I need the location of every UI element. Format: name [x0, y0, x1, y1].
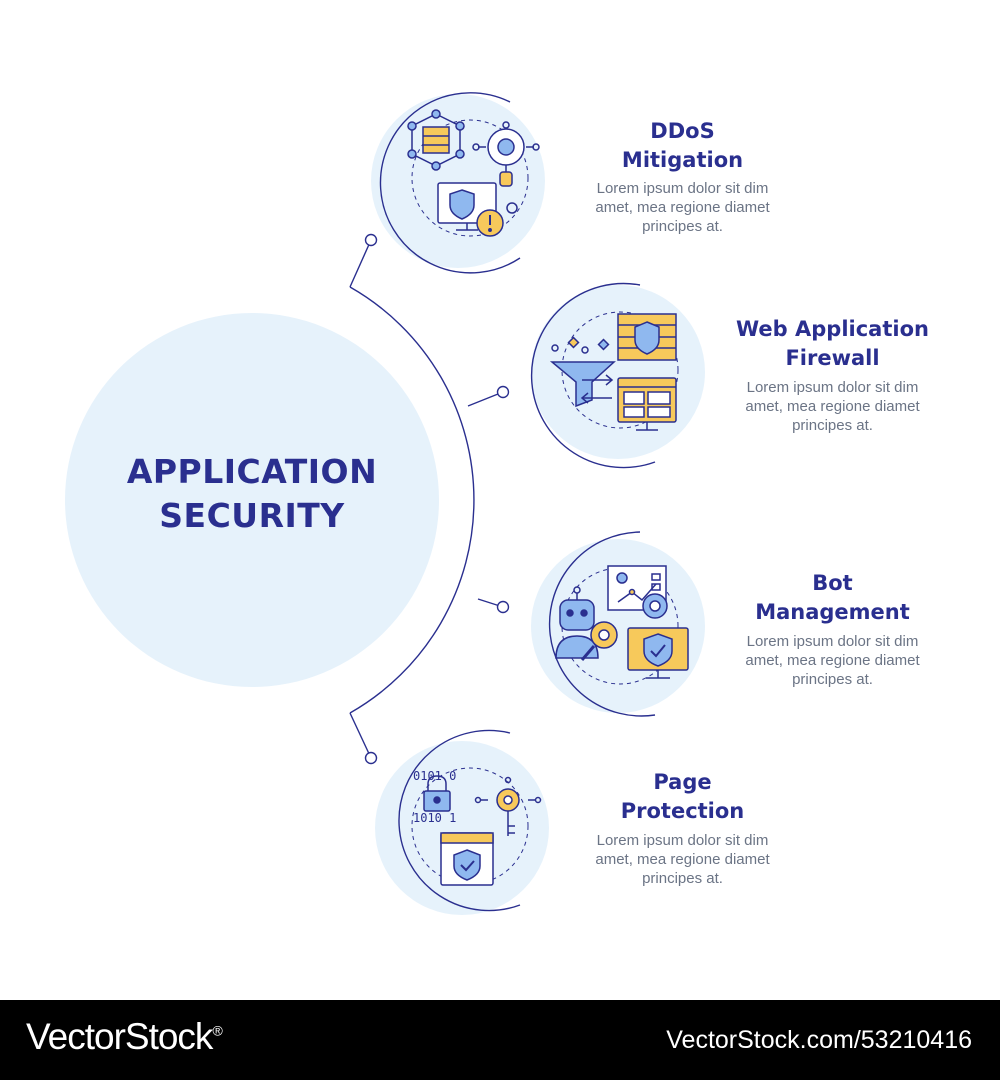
item-4-circle: [364, 729, 549, 915]
connector-3-dot: [496, 600, 510, 614]
svg-text:1010 1: 1010 1: [413, 811, 456, 825]
item-2-title: Web Application Firewall: [715, 315, 950, 373]
item-4-desc-line-2: amet, mea regione diamet: [595, 851, 770, 868]
connector-4-dot: [364, 751, 378, 765]
item-1-title: DDoS Mitigation: [580, 117, 785, 175]
item-4-desc-line-3: principes at.: [642, 870, 723, 887]
connector-2-dot: [496, 385, 510, 399]
ddos-network-shield-icon: [407, 109, 540, 237]
center-circle: [65, 313, 439, 687]
connector-1: [349, 239, 372, 288]
item-2-title-line-2: Firewall: [785, 346, 880, 370]
item-2-description: Lorem ipsum dolor sit dim amet, mea regi…: [720, 378, 945, 435]
brand-name: VectorStock: [26, 1016, 213, 1057]
item-4-desc-line-1: Lorem ipsum dolor sit dim: [596, 832, 769, 849]
item-4-title: Page Protection: [580, 768, 785, 826]
item-2-desc-line-2: amet, mea regione diamet: [745, 398, 920, 415]
item-1-title-line-1: DDoS: [650, 119, 715, 143]
center-title-line-2: SECURITY: [159, 496, 345, 535]
firewall-funnel-monitor-icon: [549, 311, 679, 431]
item-3-title: Bot Management: [720, 569, 945, 627]
item-3-desc-line-2: amet, mea regione diamet: [745, 652, 920, 669]
diagram-graphics: 0101 0 1010 1: [65, 92, 705, 915]
item-3-desc-line-3: principes at.: [792, 671, 873, 688]
item-1-desc-line-3: principes at.: [642, 218, 723, 235]
footer-bar: VectorStock® VectorStock.com/53210416: [0, 1000, 1000, 1080]
item-3-description: Lorem ipsum dolor sit dim amet, mea regi…: [720, 632, 945, 689]
brand-mark: ®: [212, 1022, 222, 1039]
infographic-canvas: 0101 0 1010 1 APPLICATION SECURITY: [65, 92, 950, 915]
item-4-title-line-1: Page: [653, 770, 712, 794]
connector-1-dot: [364, 233, 378, 247]
center-title-line-1: APPLICATION: [126, 452, 378, 491]
item-1-desc-line-1: Lorem ipsum dolor sit dim: [596, 180, 769, 197]
connector-4: [349, 712, 372, 759]
connector-arc: [349, 286, 475, 714]
item-3-title-line-1: Bot: [812, 571, 853, 595]
lock-key-webpage-icon: 0101 0 1010 1: [411, 767, 542, 886]
center-title: APPLICATION SECURITY: [65, 450, 439, 538]
bot-gear-shield-icon: [555, 565, 689, 685]
item-4-title-line-2: Protection: [620, 799, 745, 823]
item-1-title-line-2: Mitigation: [621, 148, 744, 172]
connector-2: [467, 391, 504, 407]
item-3-title-line-2: Management: [755, 600, 910, 624]
item-2-desc-line-3: principes at.: [792, 417, 873, 434]
brand-logo: VectorStock®: [26, 1016, 223, 1058]
item-4-description: Lorem ipsum dolor sit dim amet, mea regi…: [570, 831, 795, 888]
item-2-title-line-1: Web Application: [736, 317, 929, 341]
item-1-description: Lorem ipsum dolor sit dim amet, mea regi…: [570, 179, 795, 236]
image-reference: VectorStock.com/53210416: [666, 1026, 972, 1054]
item-3-desc-line-1: Lorem ipsum dolor sit dim: [746, 633, 919, 650]
item-1-desc-line-2: amet, mea regione diamet: [595, 199, 770, 216]
item-2-desc-line-1: Lorem ipsum dolor sit dim: [746, 379, 919, 396]
item-2-circle: [496, 282, 705, 469]
